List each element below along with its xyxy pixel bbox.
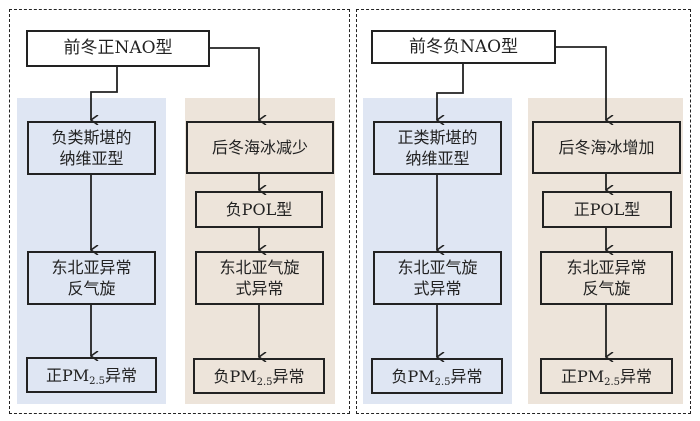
left-blue-node-2: 东北亚异常 反气旋	[27, 251, 156, 305]
right-scenario-frame	[356, 9, 691, 414]
left-beige-node-3: 东北亚气旋 式异常	[195, 251, 324, 305]
right-beige-node-2: 正POL型	[542, 191, 672, 228]
arrow-right-top-to-blue	[437, 64, 464, 120]
right-blue-node-1: 正类斯堪的 纳维亚型	[373, 121, 502, 175]
right-beige-result: 正PM2.5异常	[540, 358, 673, 394]
right-blue-node-2: 东北亚气旋 式异常	[373, 251, 502, 305]
arrow-left-top-to-blue	[91, 67, 118, 120]
left-blue-result: 正PM2.5异常	[26, 357, 157, 393]
arrow-left-top-to-beige	[210, 47, 259, 120]
left-top-node: 前冬正NAO型	[26, 30, 210, 67]
left-beige-node-1: 后冬海冰减少	[186, 121, 334, 174]
left-scenario-frame	[9, 9, 350, 414]
right-top-node: 前冬负NAO型	[371, 30, 556, 64]
right-beige-node-3: 东北亚异常 反气旋	[540, 251, 673, 305]
arrow-right-top-to-beige	[556, 46, 606, 120]
